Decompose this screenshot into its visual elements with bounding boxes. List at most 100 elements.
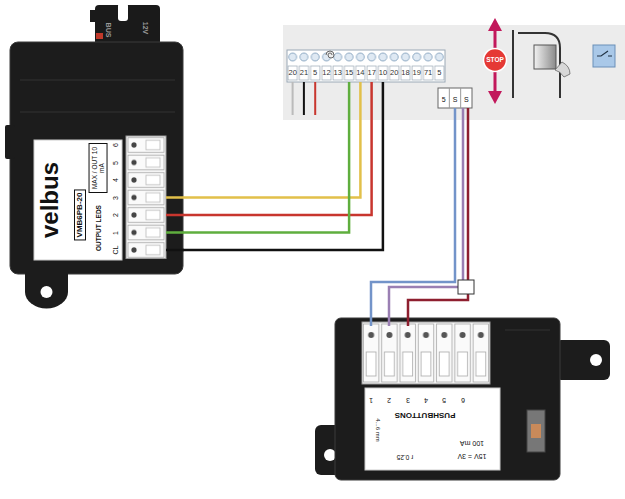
controller-panel-part xyxy=(512,30,514,98)
pushbutton-housing-part xyxy=(324,449,336,461)
terminal-number: 14 xyxy=(356,69,364,77)
wire xyxy=(183,82,383,250)
section-title: PUSHBUTTONS xyxy=(395,411,456,419)
model-number: VMB6PB-20 xyxy=(74,190,86,241)
pushbutton-housing-part xyxy=(388,318,391,326)
controller-panel-part xyxy=(518,33,560,98)
controller-panel-part xyxy=(326,51,334,58)
controller-panel-part xyxy=(287,50,445,82)
pushbutton-housing-part xyxy=(527,410,545,452)
pushbutton-housing-part xyxy=(555,340,610,380)
terminal-number: S xyxy=(464,96,469,103)
pin-number: 1 xyxy=(112,231,119,235)
velbus-housing-part xyxy=(20,112,175,113)
terminal-number: 20 xyxy=(288,69,296,77)
controller-panel-part xyxy=(292,82,294,115)
pushbutton-housing-part xyxy=(590,354,602,366)
controller-panel-part xyxy=(303,82,305,115)
velbus-housing-part xyxy=(96,33,103,39)
velbus-housing-part xyxy=(10,42,183,274)
velbus-housing-part xyxy=(166,231,184,234)
controller-panel-part xyxy=(488,91,502,104)
pushbutton-housing-part xyxy=(505,330,550,331)
housing-marking: 12V xyxy=(142,22,149,34)
rating-note: 100 mA xyxy=(460,440,484,447)
pin-number: 1 xyxy=(369,397,373,404)
wire-junction xyxy=(458,280,474,294)
terminal-number: 5 xyxy=(313,69,317,77)
pin-number: 6 xyxy=(112,143,119,147)
terminal-number: 13 xyxy=(334,69,342,77)
pushbutton-module: PUSHBUTTONS 100 mA 15V = 3V r 0.25 4...6 mm xyxy=(335,318,560,480)
pin-number: 3 xyxy=(406,397,410,404)
terminal-number: 20 xyxy=(390,69,398,77)
pin-number: CL xyxy=(112,246,119,255)
velbus-housing-part xyxy=(20,80,175,81)
velbus-module: velbus VMB6PB-20MAX / OUT 10 mA OUTPUT LED… xyxy=(8,42,183,274)
velbus-housing-part xyxy=(126,136,166,259)
torque-note: r 0.25 xyxy=(397,454,414,461)
wire xyxy=(183,82,349,233)
controller-panel-part xyxy=(597,51,612,56)
controller-panel-part xyxy=(287,50,445,82)
controller-panel-part xyxy=(460,88,461,108)
velbus-housing-part xyxy=(41,286,53,298)
terminal-number: 5 xyxy=(437,69,441,77)
pushbutton-housing-part xyxy=(362,322,490,384)
velbus-housing-part xyxy=(166,214,184,217)
velbus-housing xyxy=(5,3,184,308)
terminal-number: 71 xyxy=(424,69,432,77)
pin-number: 2 xyxy=(112,213,119,217)
controller-panel-part xyxy=(314,82,316,115)
pushbutton-housing-part xyxy=(407,318,410,326)
terminal-number: 18 xyxy=(401,69,409,77)
rating-note: MAX / OUT 10 mA xyxy=(89,143,108,193)
terminal-number: 17 xyxy=(367,69,375,77)
housing-marking: BUS xyxy=(105,23,112,38)
pin-number: 5 xyxy=(112,161,119,165)
velbus-housing-part xyxy=(126,136,166,259)
controller-panel-part xyxy=(484,49,507,72)
terminal-number: S xyxy=(453,96,458,103)
wire-size-note: 4...6 mm xyxy=(375,418,381,441)
brand-name: velbus xyxy=(38,162,62,238)
pushbutton-housing-part xyxy=(531,424,541,438)
velbus-housing-part xyxy=(166,249,184,252)
pushbutton-housing-part xyxy=(365,388,500,470)
terminal-number: 19 xyxy=(413,69,421,77)
terminal-block: 5SS xyxy=(438,88,472,108)
velbus-housing-part xyxy=(90,10,98,22)
pin-number: 5 xyxy=(442,397,446,404)
pin-number: 6 xyxy=(461,397,465,404)
pushbutton-housing-part xyxy=(370,318,373,326)
stop-sign-text: STOP xyxy=(486,57,504,64)
section-title: OUTPUT LEDS xyxy=(96,205,103,251)
terminal-number: 12 xyxy=(322,69,330,77)
velbus-housing-part xyxy=(166,196,184,199)
controller-panel-part xyxy=(593,45,615,67)
pushbutton-housing xyxy=(315,318,610,480)
controller-panel-part xyxy=(438,88,472,108)
terminal-number: 15 xyxy=(345,69,353,77)
velbus-housing-part xyxy=(5,125,15,159)
wire xyxy=(183,82,360,198)
pin-number: 4 xyxy=(424,397,428,404)
pin-number: 4 xyxy=(112,178,119,182)
controller-panel xyxy=(283,18,625,120)
wire xyxy=(389,108,463,318)
velbus-housing-part xyxy=(118,3,128,21)
pin-number: 2 xyxy=(387,397,391,404)
controller-panel-part xyxy=(488,18,502,31)
terminal-number: 21 xyxy=(300,69,308,77)
terminal-strip: 20215121315141710201819715 xyxy=(287,50,445,82)
rating-note: 15V = 3V xyxy=(458,453,487,460)
velbus-housing-part xyxy=(25,268,68,308)
controller-panel-part xyxy=(283,25,625,120)
terminal-number: 10 xyxy=(379,69,387,77)
wire xyxy=(183,82,372,215)
pushbutton-housing-part xyxy=(335,318,560,480)
